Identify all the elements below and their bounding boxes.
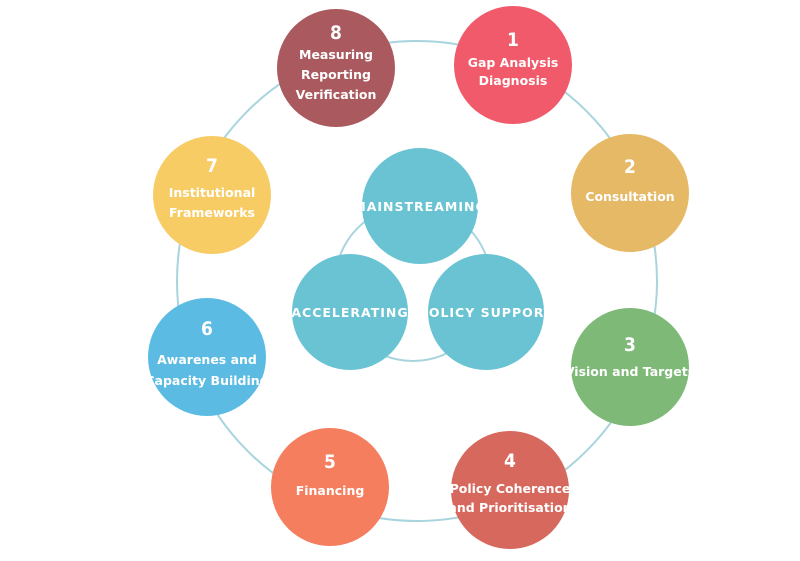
step-3-circle — [571, 308, 689, 426]
step-2-node: 2 Consultation — [571, 134, 689, 252]
step-7-label-line-2: Frameworks — [169, 205, 255, 220]
step-8-label-line-2: Reporting — [301, 67, 371, 82]
center-mainstreaming: MAINSTREAMING — [353, 148, 486, 264]
step-8-circle — [277, 9, 395, 127]
step-4-label-line-1: Policy Coherence — [450, 481, 571, 496]
step-1-label-line-1: Gap Analysis — [468, 55, 559, 70]
step-5-node: 5 Financing — [271, 428, 389, 546]
step-3-label-line-1: Vision and Targets — [565, 364, 695, 379]
step-7-number: 7 — [206, 155, 218, 177]
step-2-label-line-1: Consultation — [585, 189, 674, 204]
step-6-number: 6 — [201, 318, 213, 340]
step-1-circle — [454, 6, 572, 124]
step-2-circle — [571, 134, 689, 252]
step-5-circle — [271, 428, 389, 546]
center-policy-support-circle — [428, 254, 544, 370]
step-1-label-line-2: Diagnosis — [479, 73, 548, 88]
step-4-label-line-2: and Prioritisation — [448, 500, 571, 515]
center-accelerating-label: ACCELERATING — [291, 305, 408, 320]
step-6-label-line-1: Awarenes and — [157, 352, 257, 367]
center-accelerating-circle — [292, 254, 408, 370]
step-8-node: 8 Measuring Reporting Verification — [277, 9, 395, 127]
step-3-number: 3 — [624, 334, 636, 356]
step-7-label-line-1: Institutional — [169, 185, 256, 200]
step-4-number: 4 — [504, 450, 516, 472]
step-5-number: 5 — [324, 451, 336, 473]
step-8-label-line-1: Measuring — [299, 47, 373, 62]
step-8-label-line-3: Verification — [296, 87, 377, 102]
step-1-node: 1 Gap Analysis Diagnosis — [454, 6, 572, 124]
step-7-node: 7 Institutional Frameworks — [153, 136, 271, 254]
step-1-number: 1 — [507, 29, 519, 51]
step-5-label-line-1: Financing — [296, 483, 365, 498]
step-3-node: 3 Vision and Targets — [565, 308, 695, 426]
outer-cycle-ring — [176, 40, 658, 522]
step-7-circle — [153, 136, 271, 254]
step-4-circle — [451, 431, 569, 549]
center-mainstreaming-circle — [362, 148, 478, 264]
center-mainstreaming-label: MAINSTREAMING — [353, 199, 486, 214]
step-8-number: 8 — [330, 22, 342, 44]
center-accelerating: ACCELERATING — [291, 254, 408, 370]
step-2-number: 2 — [624, 156, 636, 178]
center-policy-support-label: POLICY SUPPORT — [419, 305, 554, 320]
step-4-node: 4 Policy Coherence and Prioritisation — [448, 431, 572, 549]
step-6-node: 6 Awarenes and Capacity Building — [145, 298, 269, 416]
center-policy-support: POLICY SUPPORT — [419, 254, 554, 370]
step-6-label-line-2: Capacity Building — [145, 373, 268, 388]
step-6-circle — [148, 298, 266, 416]
